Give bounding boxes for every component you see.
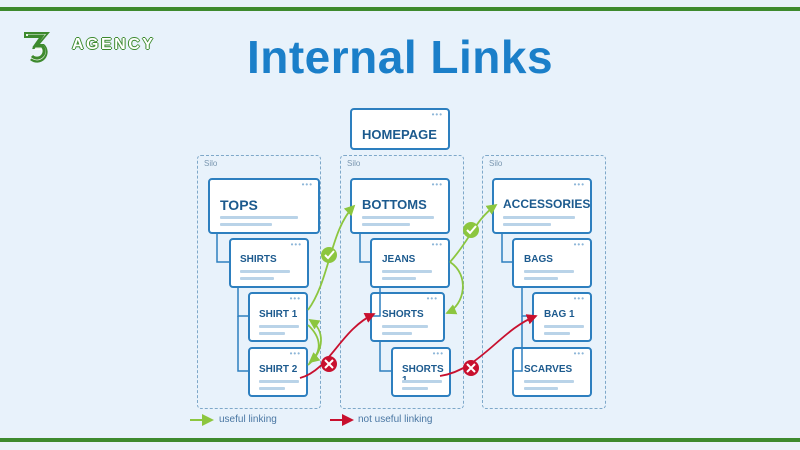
cross-icon: [463, 360, 479, 376]
page-box-shirt-2: ••• SHIRT 2: [248, 347, 308, 397]
logo-mark: [24, 32, 50, 63]
agency-logo: AGENCY: [22, 30, 153, 64]
check-icon: [463, 222, 479, 238]
legend-useful-label: useful linking: [219, 414, 277, 425]
bottom-stripe: [0, 438, 800, 442]
cross-icon: [321, 356, 337, 372]
page-box-scarves: ••• SCARVES: [512, 347, 592, 397]
page-box-shirt-1: ••• SHIRT 1: [248, 292, 308, 342]
page-box-jeans: ••• JEANS: [370, 238, 450, 288]
page-box-tops: ••• TOPS: [208, 178, 320, 234]
logo-text: AGENCY: [72, 36, 156, 53]
page-label-accessories: ACCESSORIES: [503, 197, 591, 211]
silo-tops: Silo: [197, 155, 321, 409]
silo-accessories: Silo: [482, 155, 606, 409]
page-label-shirts: SHIRTS: [240, 254, 277, 265]
check-icon: [321, 247, 337, 263]
page-box-bags: ••• BAGS: [512, 238, 592, 288]
silo-label: Silo: [347, 159, 361, 168]
page-label-tops: TOPS: [220, 197, 258, 213]
page-label-bags: BAGS: [524, 254, 553, 265]
page-label-shirt-1: SHIRT 1: [259, 309, 298, 320]
top-stripe: [0, 7, 800, 11]
page-label-scarves: SCARVES: [524, 364, 573, 375]
page-box-shorts-1: ••• SHORTS 1: [391, 347, 451, 397]
page-label-shorts: SHORTS: [382, 309, 424, 320]
page-box-accessories: ••• ACCESSORIES: [492, 178, 592, 234]
silo-label: Silo: [489, 159, 503, 168]
page-title: Internal Links: [246, 31, 554, 83]
page-label-shirt-2: SHIRT 2: [259, 364, 298, 375]
not-useful-link-arrows: [299, 312, 538, 379]
homepage-label: HOMEPAGE: [362, 127, 437, 142]
homepage-box: ••• HOMEPAGE: [350, 108, 450, 150]
page-label-bag-1: BAG 1: [544, 309, 575, 320]
page-box-shorts: ••• SHORTS: [370, 292, 445, 342]
page-label-jeans: JEANS: [382, 254, 416, 265]
legend-not-useful-label: not useful linking: [358, 414, 433, 425]
silo-label: Silo: [204, 159, 218, 168]
hierarchy-lines: [216, 234, 532, 372]
page-label-bottoms: BOTTOMS: [362, 197, 427, 212]
page-box-shirts: ••• SHIRTS: [229, 238, 309, 288]
page-box-bottoms: ••• BOTTOMS: [350, 178, 450, 234]
